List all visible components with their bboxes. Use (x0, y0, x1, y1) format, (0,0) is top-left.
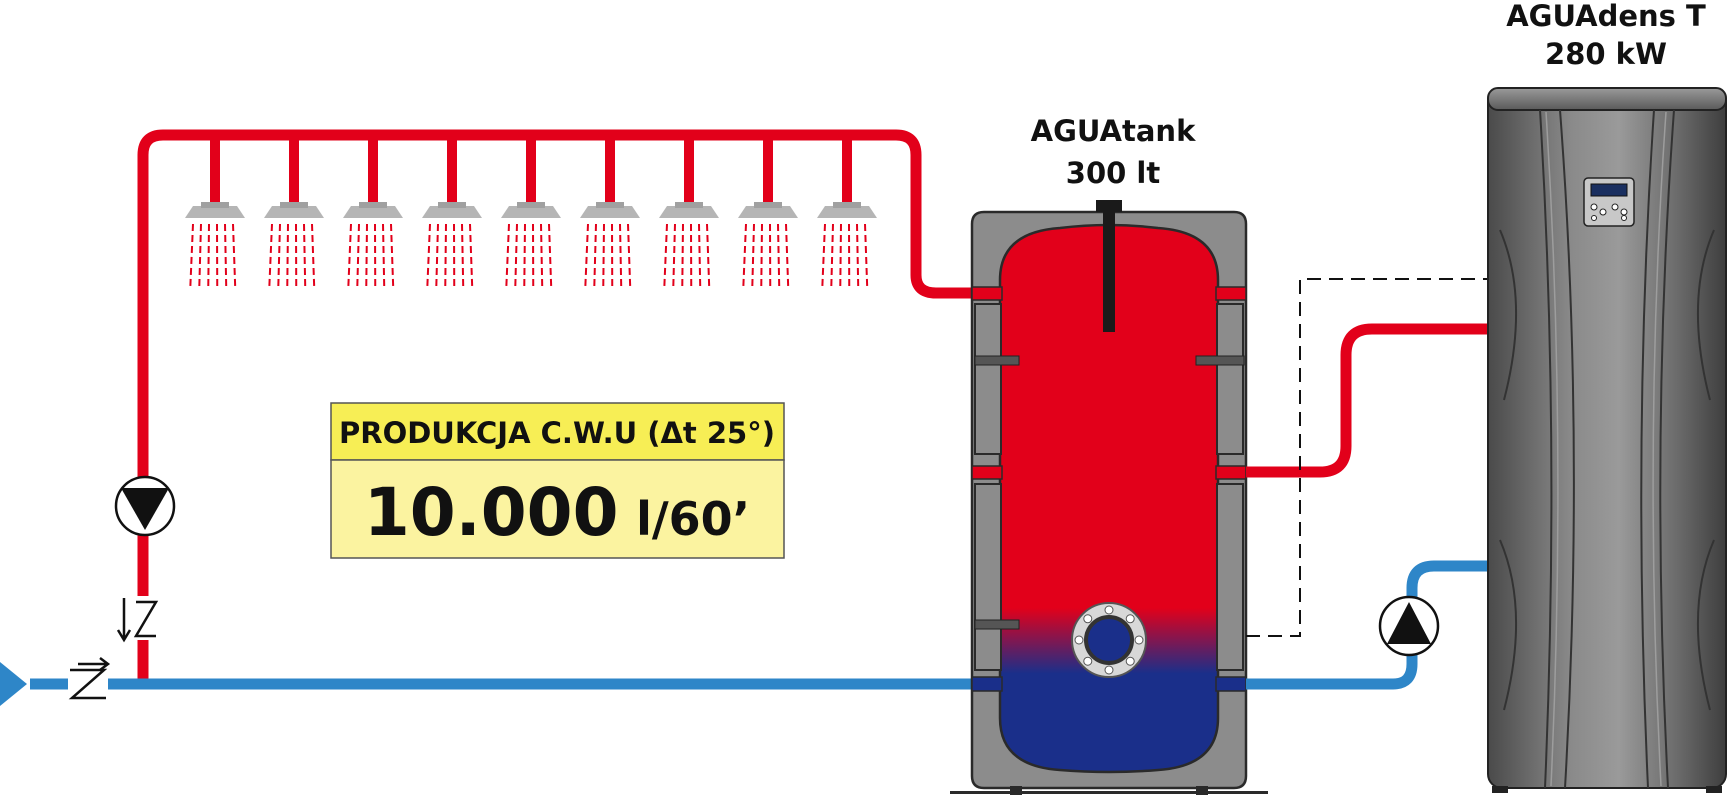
shower-head-icon (343, 138, 403, 287)
storage-tank (950, 200, 1268, 795)
production-value-unit: l/60’ (636, 492, 750, 546)
shower-head-icon (738, 138, 798, 287)
heater-power-label: 280 kW (1545, 37, 1667, 71)
shower-head-icon (817, 138, 877, 287)
heater-hot-supply-pipe (1246, 323, 1496, 478)
recirculation-pump-icon (114, 475, 176, 537)
shower-head-icon (185, 138, 245, 287)
heater-unit (1487, 87, 1727, 793)
shower-heads (185, 138, 877, 287)
hot-distribution-pipe (137, 129, 975, 680)
tank-name-label: AGUAtank (1031, 114, 1196, 148)
sensor-control-line (1246, 278, 1496, 637)
shower-head-icon (264, 138, 324, 287)
heater-cold-return-pipe (1246, 560, 1496, 690)
production-heading: PRODUKCJA C.W.U (Δt 25°) (339, 416, 775, 450)
tank-capacity-label: 300 lt (1066, 156, 1161, 190)
shower-head-icon (659, 138, 719, 287)
shower-head-icon (580, 138, 640, 287)
shower-head-icon (501, 138, 561, 287)
production-panel: PRODUKCJA C.W.U (Δt 25°) 10.000 l/60’ (330, 402, 785, 559)
cold-inlet-arrow-icon (0, 662, 27, 706)
tank-flange-icon (1071, 602, 1147, 678)
heater-name-label: AGUAdens T (1506, 0, 1706, 33)
charging-pump-icon (1378, 595, 1440, 657)
check-valve-inlet-icon (68, 657, 111, 702)
shower-head-icon (422, 138, 482, 287)
tank-vessel (998, 223, 1220, 774)
check-valve-recirculation-icon (116, 596, 160, 643)
production-value-number: 10.000 (364, 474, 619, 551)
heater-control-panel-icon (1583, 177, 1635, 227)
production-value: 10.000 l/60’ (364, 474, 750, 551)
